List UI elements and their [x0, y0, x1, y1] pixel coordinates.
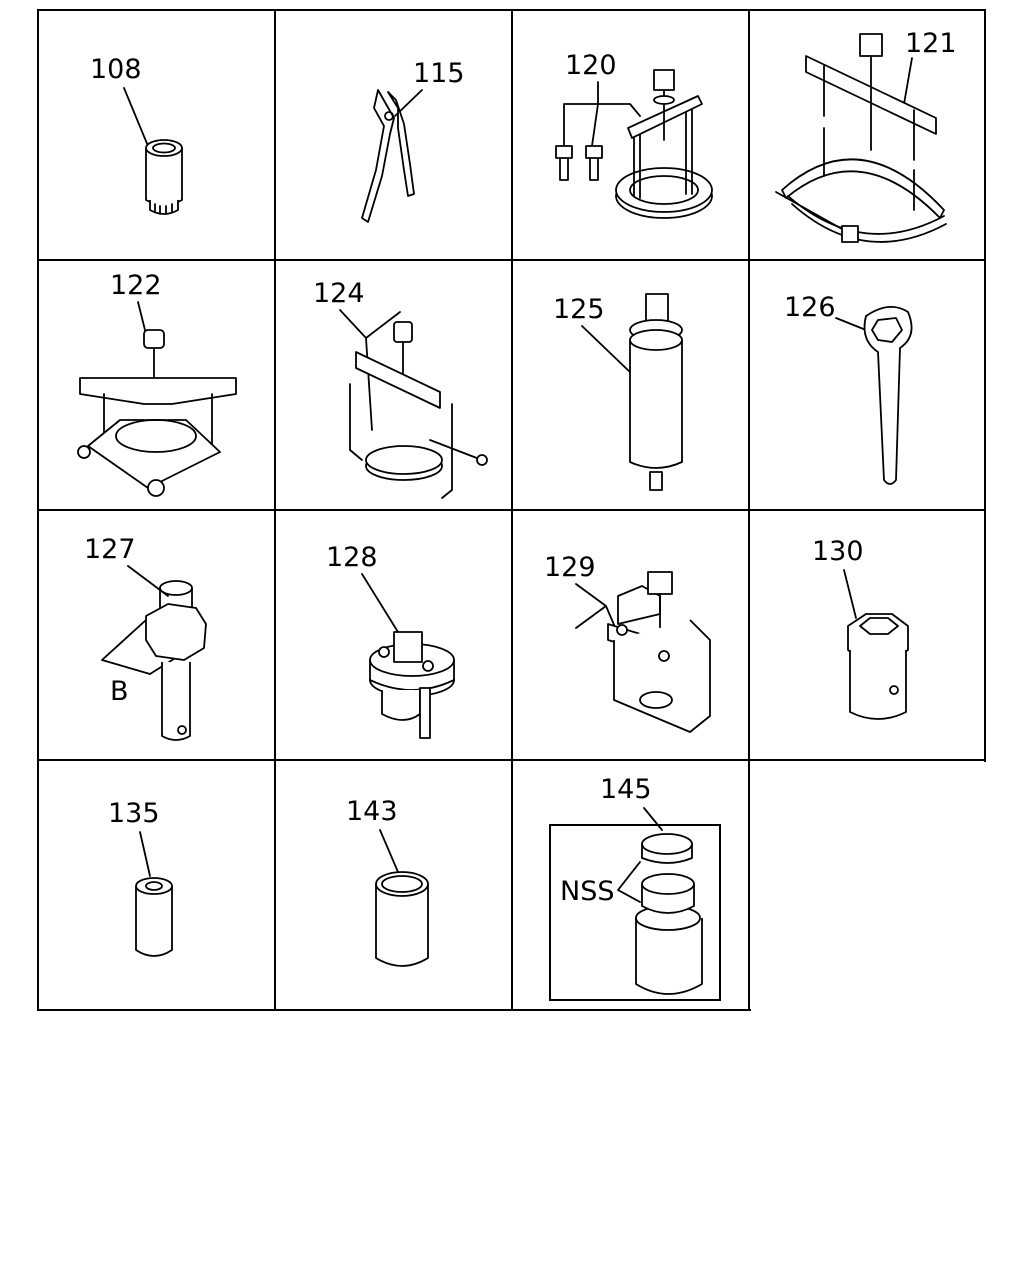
leader-line-121 — [903, 57, 913, 105]
part-number-129: 129 — [544, 552, 596, 583]
tool-129-icon — [607, 571, 711, 733]
part-number-128: 128 — [326, 542, 378, 573]
leader-line-135 — [139, 831, 151, 877]
part-number-127: 127 — [84, 534, 136, 565]
cell-108: 108 — [90, 54, 183, 215]
nss-label: NSS — [560, 876, 614, 907]
cylinder-125-icon — [629, 293, 683, 491]
cell-127: 127 B — [84, 534, 207, 741]
part-number-120: 120 — [565, 50, 617, 81]
puller-120-icon — [555, 69, 713, 219]
leader-line-124 — [339, 309, 401, 431]
tube-135-icon — [135, 877, 173, 957]
cell-125: 125 — [553, 293, 683, 491]
cell-126: 126 — [784, 292, 913, 485]
leader-line-122 — [137, 301, 147, 335]
cell-145: 145 NSS — [549, 774, 721, 1001]
dimension-label-b: B — [110, 676, 129, 707]
part-number-143: 143 — [346, 796, 398, 827]
pliers-115-icon — [361, 89, 415, 223]
grid-lines — [37, 9, 987, 1012]
leader-line-130 — [843, 569, 857, 619]
part-number-122: 122 — [110, 270, 162, 301]
cell-120: 120 — [555, 50, 713, 219]
kit-box — [549, 824, 721, 1001]
leader-line-143 — [379, 829, 399, 873]
sleeve-143-icon — [375, 871, 429, 967]
puller-124-icon — [349, 321, 488, 499]
cell-124: 124 — [313, 278, 488, 499]
part-number-130: 130 — [812, 536, 864, 567]
kit-145-icon — [635, 833, 703, 995]
ring-puller-121-icon — [775, 33, 947, 243]
part-number-126: 126 — [784, 292, 836, 323]
leader-line-nss — [617, 861, 641, 903]
cell-128: 128 — [326, 542, 455, 739]
leader-line-120 — [563, 81, 641, 147]
cell-115: 115 — [361, 58, 465, 223]
leader-line-128 — [361, 573, 399, 633]
bearing-puller-122-icon — [77, 329, 237, 497]
cell-135: 135 — [108, 798, 173, 957]
tool-128-icon — [369, 631, 455, 739]
cell-121: 121 — [775, 28, 957, 243]
part-number-108: 108 — [90, 54, 142, 85]
leader-line-145 — [643, 807, 663, 831]
socket-108-icon — [145, 139, 183, 215]
part-number-125: 125 — [553, 294, 605, 325]
cell-130: 130 — [812, 536, 909, 720]
tool-127-icon — [145, 580, 207, 741]
part-number-121: 121 — [905, 28, 957, 59]
leader-line-126 — [835, 317, 867, 331]
leader-line-125 — [581, 325, 633, 375]
hex-socket-130-icon — [847, 613, 909, 720]
part-number-135: 135 — [108, 798, 160, 829]
cell-129: 129 — [544, 552, 711, 733]
wrench-126-icon — [863, 306, 913, 485]
cell-122: 122 — [77, 270, 237, 497]
part-number-145: 145 — [600, 774, 652, 805]
part-number-115: 115 — [413, 58, 465, 89]
leader-line-108 — [123, 87, 149, 147]
part-number-124: 124 — [313, 278, 365, 309]
cell-143: 143 — [346, 796, 429, 967]
